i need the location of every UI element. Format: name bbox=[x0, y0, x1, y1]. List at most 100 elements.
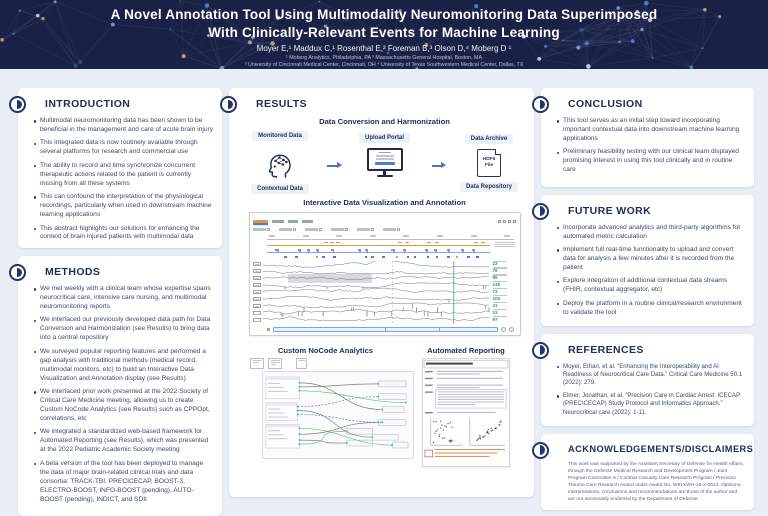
poster-affiliations-1: ¹ Moberg Analytics, Philadelphia, PA ² M… bbox=[0, 55, 768, 61]
references-title: REFERENCES bbox=[568, 344, 745, 356]
bullet-item: This can confound the interpretation of … bbox=[33, 193, 213, 220]
acknowledgements-section: ACKNOWLEDGEMENTS/DISCLAIMERS This work w… bbox=[541, 434, 754, 511]
report-content bbox=[423, 359, 509, 461]
monitored-data-label: Monitored Data bbox=[252, 131, 308, 141]
bullet-item: We integrated a standardized web-based f… bbox=[33, 428, 213, 455]
bullet-item: This tool serves as an initial step towa… bbox=[556, 117, 745, 144]
figure2-title: Interactive Data Visualization and Annot… bbox=[244, 198, 525, 207]
figure4-title: Automated Reporting bbox=[427, 346, 505, 355]
upload-portal-label: Upload Portal bbox=[359, 133, 410, 143]
hdf5-file-icon: HDF5 File bbox=[477, 149, 501, 177]
flow-arrow-icon bbox=[432, 165, 443, 167]
data-repository-label: Data Repository bbox=[460, 182, 518, 192]
upload-portal-monitor-icon bbox=[367, 148, 403, 177]
viz-scrollbar bbox=[273, 327, 498, 332]
references-section: REFERENCES Moyer, Ethan, et al. “Enhanci… bbox=[541, 334, 754, 426]
bullet-item: The ability to record and time synchroni… bbox=[33, 162, 213, 189]
viz-annotation-row-events bbox=[267, 242, 490, 248]
poster-title-line1: A Novel Annotation Tool Using Multimodal… bbox=[0, 6, 768, 24]
poster-header: A Novel Annotation Tool Using Multimodal… bbox=[0, 0, 768, 69]
viz-value: 23 bbox=[493, 311, 516, 316]
viz-channel-rail bbox=[253, 261, 261, 324]
section-bullet-icon bbox=[220, 96, 237, 113]
center-column: RESULTS Data Conversion and Harmonizatio… bbox=[229, 88, 534, 497]
bullet-item: We surveyed popular reporting features a… bbox=[33, 348, 213, 384]
bullet-item: Implement full real-time functionality t… bbox=[556, 246, 745, 273]
reference-item: Moyer, Ethan, et al. “Enhancing the Inte… bbox=[556, 363, 745, 388]
nocode-flow-canvas bbox=[264, 373, 412, 452]
introduction-section: INTRODUCTION Multimodal neuromonitoring … bbox=[18, 88, 222, 248]
section-bullet-icon bbox=[9, 96, 26, 113]
viz-zoom-out-button bbox=[501, 327, 506, 332]
acknowledgements-text: This work was supported by the Assistant… bbox=[568, 461, 745, 504]
results-section: RESULTS Data Conversion and Harmonizatio… bbox=[229, 88, 534, 497]
poster-title-line2: With Clinically-Relevant Events for Mach… bbox=[0, 24, 768, 42]
figure3-title: Custom NoCode Analytics bbox=[244, 346, 407, 355]
viz-tab bbox=[288, 220, 298, 223]
section-bullet-icon bbox=[532, 96, 549, 113]
viz-filter-controls bbox=[253, 227, 516, 232]
viz-value: 100 bbox=[493, 297, 516, 302]
bullet-item: We interfaced our previously developed d… bbox=[33, 316, 213, 343]
conclusion-list: This tool serves as an initial step towa… bbox=[556, 117, 745, 175]
viz-value: 95 bbox=[493, 276, 516, 281]
viz-tab bbox=[302, 220, 313, 223]
data-archive-label: Data Archive bbox=[465, 134, 513, 144]
flow-arrow-icon bbox=[327, 165, 338, 167]
bullet-item: Preliminary feasibility testing with our… bbox=[556, 148, 745, 175]
reference-item: Elmer, Jonathan, et al. “Precision Care … bbox=[556, 392, 745, 417]
brain-head-icon bbox=[264, 146, 296, 179]
viz-marker-row bbox=[267, 255, 490, 259]
conclusion-title: CONCLUSION bbox=[568, 98, 745, 110]
viz-annotation-row-medications bbox=[267, 249, 490, 255]
future-work-title: FUTURE WORK bbox=[568, 205, 745, 217]
section-bullet-icon bbox=[532, 342, 549, 359]
bullet-item: Incorporate advanced analytics and third… bbox=[556, 224, 745, 242]
acknowledgements-title: ACKNOWLEDGEMENTS/DISCLAIMERS bbox=[568, 444, 745, 454]
future-work-list: Incorporate advanced analytics and third… bbox=[556, 224, 745, 318]
bullet-item: This abstract highlights our solutions f… bbox=[33, 225, 213, 243]
methods-title: METHODS bbox=[45, 266, 213, 278]
introduction-title: INTRODUCTION bbox=[45, 98, 213, 110]
bullet-item: We interfaced prior work presented at th… bbox=[33, 388, 213, 424]
methods-list: We met weekly with a clinical team whose… bbox=[33, 285, 213, 504]
viz-value: 23 bbox=[493, 304, 516, 309]
viz-scrollbar-marker bbox=[267, 328, 270, 331]
poster-body: INTRODUCTION Multimodal neuromonitoring … bbox=[0, 69, 768, 510]
bullet-item: This integrated data is now routinely av… bbox=[33, 139, 213, 157]
left-column: INTRODUCTION Multimodal neuromonitoring … bbox=[18, 88, 222, 497]
contextual-data-label: Contextual Data bbox=[251, 184, 309, 194]
viz-value: 149 bbox=[493, 283, 516, 288]
viz-value: 73 bbox=[493, 290, 516, 295]
results-title: RESULTS bbox=[256, 98, 525, 110]
bullet-item: A beta version of the tool has been depl… bbox=[33, 460, 213, 505]
poster-authors: Moyer E,¹ Maddux C,¹ Rosenthal E,² Forem… bbox=[0, 44, 768, 53]
introduction-list: Multimodal neuromonitoring data has been… bbox=[33, 117, 213, 242]
nocode-analytics-figure: Custom NoCode Analytics bbox=[244, 342, 407, 467]
data-flow-diagram: Monitored Data bbox=[244, 131, 525, 194]
viz-tab bbox=[253, 220, 268, 223]
viz-zoom-in-button bbox=[509, 327, 514, 332]
bullet-item: Multimodal neuromonitoring data has been… bbox=[33, 117, 213, 135]
section-bullet-icon bbox=[532, 203, 549, 220]
viz-value: 23 bbox=[493, 262, 516, 267]
future-work-section: FUTURE WORK Incorporate advanced analyti… bbox=[541, 195, 754, 326]
bullet-item: We met weekly with a clinical team whose… bbox=[33, 285, 213, 312]
references-list: Moyer, Ethan, et al. “Enhancing the Inte… bbox=[556, 363, 745, 417]
section-bullet-icon bbox=[9, 264, 26, 281]
bullet-item: Deploy the platform in a routine clinica… bbox=[556, 300, 745, 318]
poster-affiliations-2: ³ University of Cincinnati Medical Cente… bbox=[0, 62, 768, 68]
viz-value: 97 bbox=[493, 318, 516, 323]
viz-waveforms bbox=[263, 261, 490, 324]
bullet-item: Explore integration of additional contex… bbox=[556, 277, 745, 295]
automated-reporting-figure: Automated Reporting bbox=[407, 342, 525, 467]
nocode-legend bbox=[250, 358, 407, 369]
viz-toolbar-icons bbox=[498, 220, 516, 223]
viz-annotation-legend bbox=[495, 242, 515, 248]
viz-tab bbox=[272, 220, 284, 223]
section-bullet-icon bbox=[532, 442, 549, 459]
right-column: CONCLUSION This tool serves as an initia… bbox=[541, 88, 754, 497]
